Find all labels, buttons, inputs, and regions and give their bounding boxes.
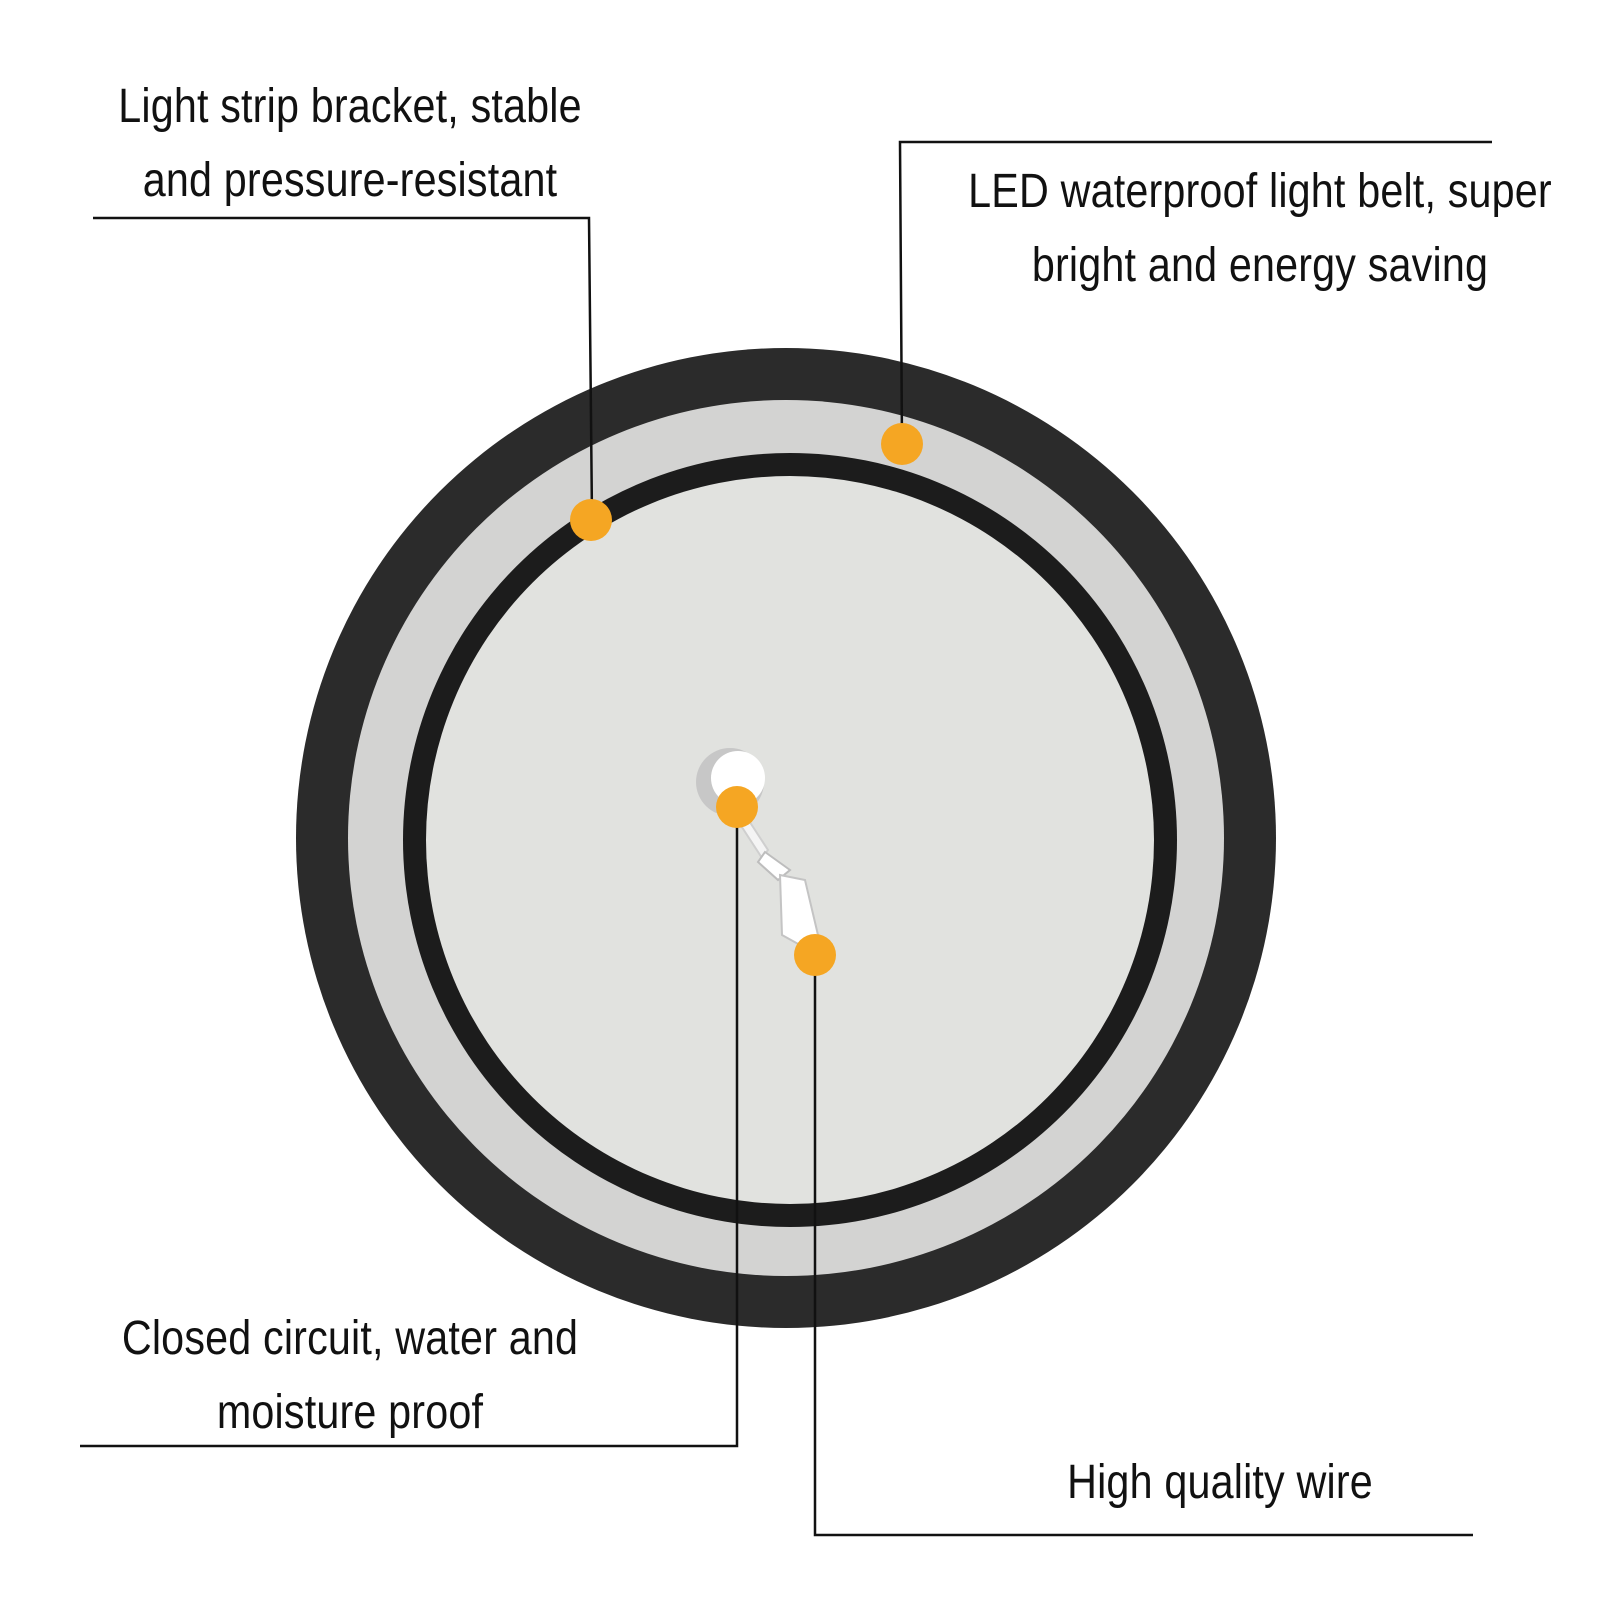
leader-lines	[80, 140, 1492, 1537]
marker-belt	[881, 423, 923, 465]
callout-high-quality-wire: High quality wire	[971, 1446, 1470, 1520]
leader-belt	[898, 140, 1492, 446]
callout-led-light-belt: LED waterproof light belt, super bright …	[933, 155, 1587, 303]
callout-closed-circuit: Closed circuit, water and moisture proof	[83, 1302, 616, 1450]
callout-bracket-line1: Light strip bracket, stable	[118, 80, 582, 133]
marker-circuit	[716, 786, 758, 828]
leader-wire	[813, 957, 1473, 1537]
lamp-face	[426, 476, 1154, 1204]
callout-bracket-line2: and pressure-resistant	[142, 154, 558, 207]
callout-circuit-line2: moisture proof	[216, 1386, 484, 1439]
callout-belt-line1: LED waterproof light belt, super	[968, 165, 1552, 218]
callout-light-strip-bracket: Light strip bracket, stable and pressure…	[83, 70, 616, 218]
leader-circuit	[80, 808, 739, 1448]
callout-belt-line2: bright and energy saving	[1031, 239, 1489, 292]
markers	[570, 423, 923, 976]
callout-wire-line1: High quality wire	[1067, 1456, 1373, 1509]
marker-wire	[794, 934, 836, 976]
wire-connector	[734, 808, 820, 947]
marker-bracket	[570, 499, 612, 541]
callout-circuit-line1: Closed circuit, water and	[121, 1312, 579, 1365]
leader-bracket	[93, 216, 594, 519]
